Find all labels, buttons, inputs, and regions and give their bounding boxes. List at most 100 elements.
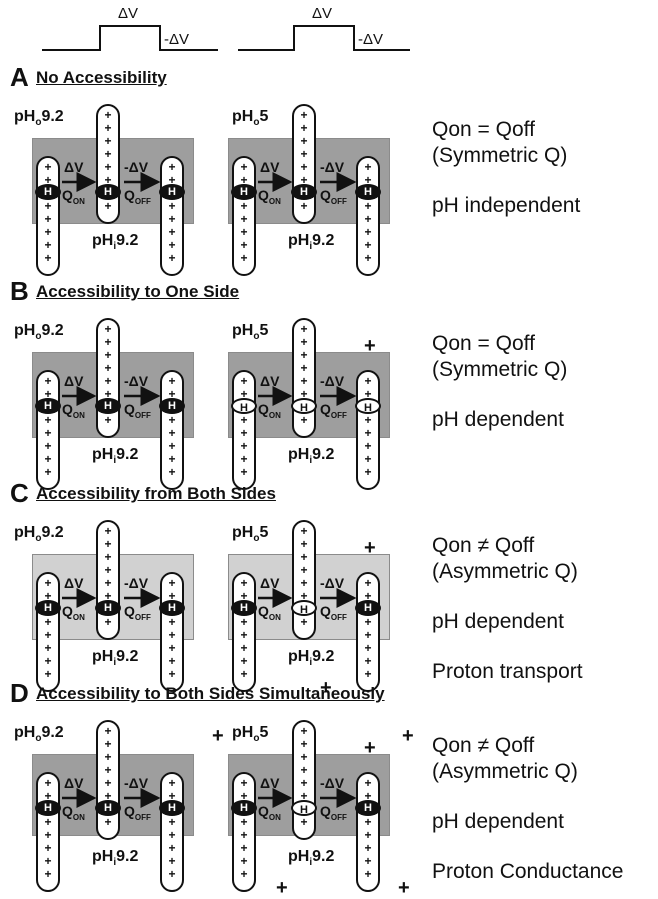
gating-charge-plus: + — [104, 789, 112, 803]
gating-charge-plus: + — [300, 374, 308, 388]
gating-charge-plus: + — [168, 225, 176, 239]
gating-charge-plus: + — [364, 615, 372, 629]
panel-title: No Accessibility — [36, 68, 167, 87]
gating-charge-plus: + — [44, 173, 52, 187]
gating-charge-plus: + — [44, 160, 52, 174]
side-text: Proton transport — [432, 660, 583, 683]
gating-charge-plus: + — [168, 854, 176, 868]
gating-charge-plus: + — [240, 225, 248, 239]
histidine-h-marker: H — [291, 600, 317, 616]
gating-charge-plus: + — [168, 841, 176, 855]
gating-charge-plus: + — [240, 238, 248, 252]
gating-charge-plus: + — [240, 615, 248, 629]
gating-charge-plus: + — [300, 413, 308, 427]
q-on-label: QON — [62, 803, 85, 822]
gating-charge-plus: + — [44, 776, 52, 790]
neg-dv-off-label: -ΔV — [124, 575, 149, 591]
ph-outside-right: pHo5 — [232, 724, 269, 745]
histidine-h-marker: H — [95, 184, 121, 200]
gating-charge-plus: + — [168, 439, 176, 453]
gating-charge-plus: + — [168, 641, 176, 655]
gating-charge-plus: + — [240, 413, 248, 427]
gating-charge-plus: + — [104, 763, 112, 777]
s4-helix: ++++++++H — [231, 772, 257, 892]
transition-arrows — [62, 386, 161, 406]
s4-helix: ++++++++H — [291, 104, 317, 224]
gating-charge-plus: + — [300, 335, 308, 349]
gating-charge-plus: + — [104, 724, 112, 738]
s4-helix: ++++++++H — [355, 572, 381, 692]
gating-charge-plus: + — [168, 452, 176, 466]
histidine-h-marker: H — [291, 800, 317, 816]
histidine-h-marker: H — [35, 800, 61, 816]
gating-charge-plus: + — [44, 225, 52, 239]
gating-charge-plus: + — [44, 589, 52, 603]
gating-charge-plus: + — [44, 654, 52, 668]
gating-charge-plus: + — [364, 828, 372, 842]
gating-charge-plus: + — [300, 387, 308, 401]
q-on-label: QON — [258, 187, 281, 206]
histidine-h-marker: H — [35, 600, 61, 616]
side-text: (Asymmetric Q) — [432, 760, 578, 783]
histidine-h-marker: H — [291, 398, 317, 414]
gating-charge-plus: + — [104, 335, 112, 349]
gating-charge-plus: + — [364, 439, 372, 453]
gating-charge-plus: + — [44, 439, 52, 453]
gating-charge-plus: + — [364, 374, 372, 388]
side-text: pH dependent — [432, 610, 564, 633]
gating-charge-plus: + — [44, 374, 52, 388]
gating-charge-plus: + — [44, 212, 52, 226]
ph-inside-left: pHi9.2 — [92, 848, 139, 869]
gating-charge-plus: + — [300, 750, 308, 764]
histidine-h-marker: H — [355, 184, 381, 200]
gating-charge-plus: + — [300, 199, 308, 213]
gating-charge-plus: + — [364, 199, 372, 213]
pulse-dv-label-1: ΔV — [118, 5, 139, 22]
s4-helix: ++++++++H — [231, 370, 257, 490]
s4-helix: ++++++++H — [95, 520, 121, 640]
gating-charge-plus: + — [240, 374, 248, 388]
gating-charge-plus: + — [240, 251, 248, 265]
q-on-label: QON — [62, 401, 85, 420]
gating-charge-plus: + — [364, 387, 372, 401]
s4-helix: ++++++++H — [291, 520, 317, 640]
gating-charge-plus: + — [300, 361, 308, 375]
gating-charge-plus: + — [300, 576, 308, 590]
dv-on-label: ΔV — [260, 373, 280, 389]
histidine-h-marker: H — [355, 800, 381, 816]
gating-charge-plus: + — [364, 212, 372, 226]
histidine-h-marker: H — [231, 398, 257, 414]
gating-charge-plus: + — [240, 667, 248, 681]
histidine-h-marker: H — [95, 600, 121, 616]
histidine-h-marker: H — [355, 600, 381, 616]
histidine-h-marker: H — [355, 398, 381, 414]
gating-charge-plus: + — [300, 550, 308, 564]
side-text: (Asymmetric Q) — [432, 560, 578, 583]
gating-charge-plus: + — [240, 160, 248, 174]
side-text: (Symmetric Q) — [432, 144, 568, 167]
gating-charge-plus: + — [44, 854, 52, 868]
gating-charge-plus: + — [300, 134, 308, 148]
gating-charge-plus: + — [168, 776, 176, 790]
dv-on-label: ΔV — [64, 373, 84, 389]
gating-charge-plus: + — [364, 576, 372, 590]
gating-charge-plus: + — [364, 841, 372, 855]
gating-charge-plus: + — [168, 413, 176, 427]
gating-charge-plus: + — [168, 576, 176, 590]
gating-charge-plus: + — [364, 776, 372, 790]
gating-charge-plus: + — [104, 589, 112, 603]
gating-charge-plus: + — [44, 238, 52, 252]
gating-charge-plus: + — [240, 199, 248, 213]
gating-charge-plus: + — [44, 615, 52, 629]
q-on-label: QON — [258, 803, 281, 822]
gating-charge-plus: + — [44, 667, 52, 681]
gating-charge-plus: + — [168, 212, 176, 226]
gating-charge-plus: + — [104, 108, 112, 122]
gating-charge-plus: + — [300, 108, 308, 122]
gating-charge-plus: + — [104, 387, 112, 401]
gating-charge-plus: + — [104, 524, 112, 538]
gating-charge-plus: + — [240, 387, 248, 401]
dv-on-label: ΔV — [64, 159, 84, 175]
ph-outside-left: pHo9.2 — [14, 108, 64, 129]
proton-outside-plus: + — [364, 537, 376, 559]
